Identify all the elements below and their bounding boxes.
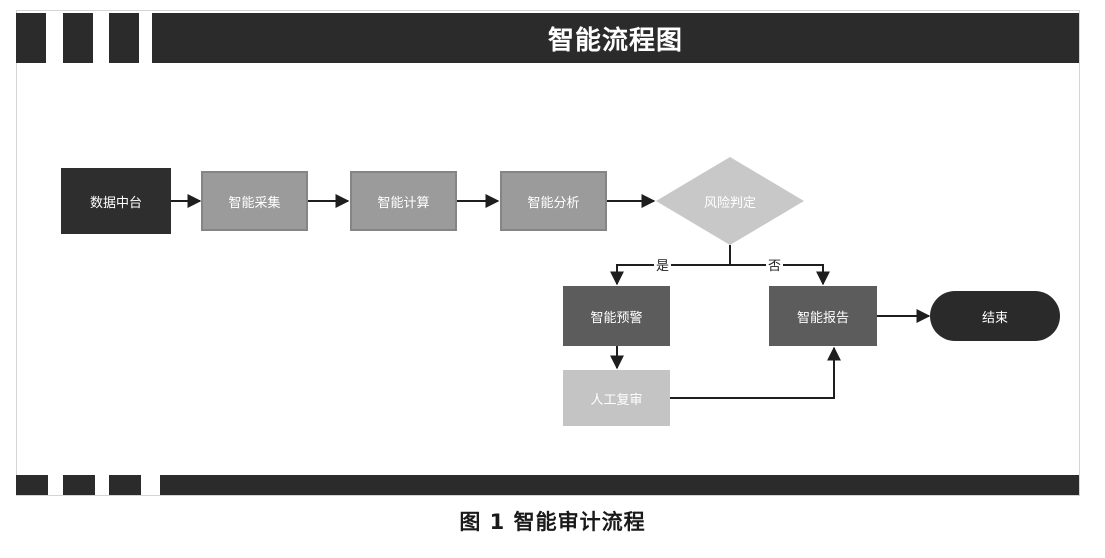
edge-decision-to-warning	[610, 245, 731, 286]
node-smart-warning: 智能预警	[563, 286, 670, 346]
edge-decision-to-report	[730, 264, 830, 286]
node-end: 结束	[930, 291, 1060, 341]
figure-caption: 图 1 智能审计流程	[459, 510, 646, 534]
node-manual-review: 人工复审	[563, 370, 670, 426]
header-block-2	[63, 13, 93, 63]
header-bar	[152, 13, 1079, 63]
edge-label-yes: 是	[654, 259, 672, 274]
header-block-1	[16, 13, 46, 63]
edge-review-to-report	[670, 346, 841, 399]
footer-bar	[160, 475, 1079, 495]
node-smart-report: 智能报告	[769, 286, 877, 346]
footer-block-3	[109, 475, 141, 495]
footer-block-1	[16, 475, 48, 495]
node-smart-collect: 智能采集	[201, 171, 308, 231]
edge-label-no: 否	[766, 259, 784, 274]
header-block-3	[109, 13, 139, 63]
diagram-frame	[16, 10, 1080, 496]
node-risk-decision-label: 风险判定	[703, 195, 756, 211]
node-smart-analyze: 智能分析	[500, 171, 607, 231]
footer-block-2	[63, 475, 95, 495]
node-smart-compute: 智能计算	[350, 171, 457, 231]
risk-decision-diamond	[656, 157, 804, 245]
diagram-title: 智能流程图	[547, 25, 683, 56]
node-data-platform: 数据中台	[61, 168, 171, 234]
